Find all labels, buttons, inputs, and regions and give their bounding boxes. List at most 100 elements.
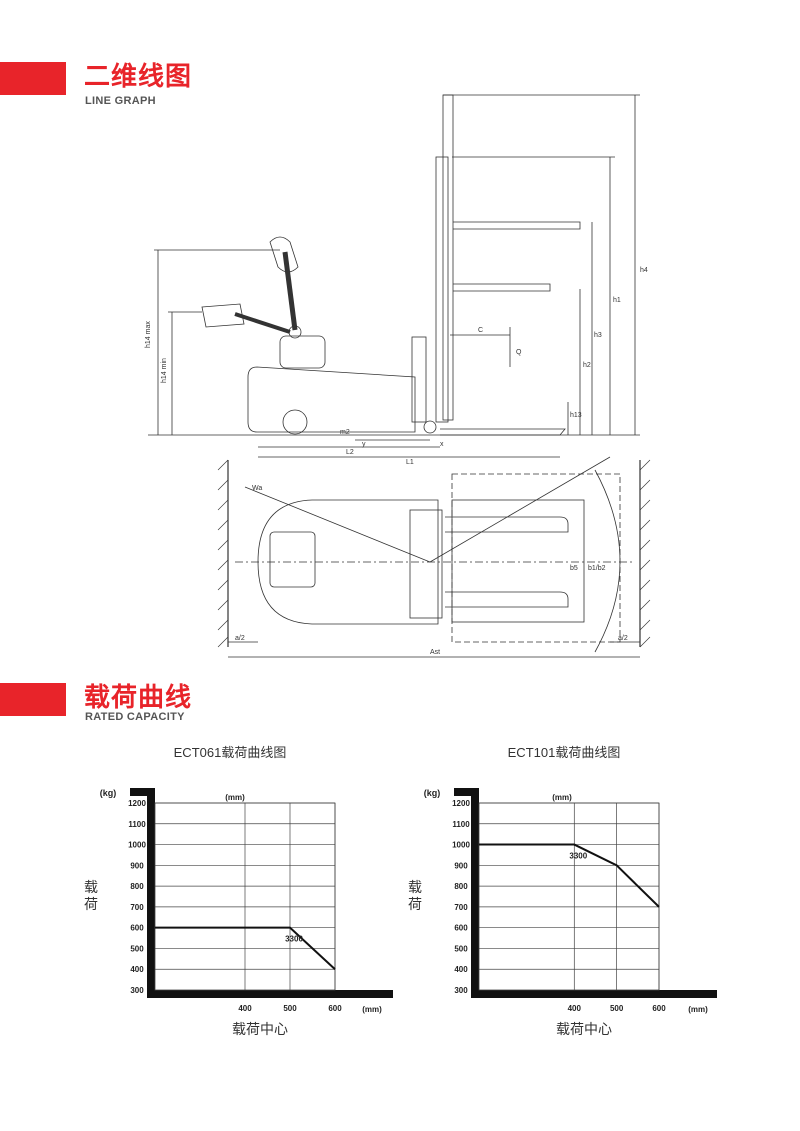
y-unit-label: (kg) xyxy=(424,788,441,798)
label-h14min: h14 min xyxy=(161,358,168,383)
wall-hatch-left xyxy=(217,459,229,648)
pallet-outline xyxy=(451,473,621,643)
y-tick-label: 600 xyxy=(130,924,144,933)
load-wheel xyxy=(423,420,437,434)
capacity-curve-line xyxy=(155,926,336,970)
y-axis-label-char: 荷 xyxy=(84,896,98,912)
y-tick-label: 900 xyxy=(454,861,468,870)
y-unit-label: (kg) xyxy=(100,788,117,798)
label-x: x xyxy=(440,441,444,448)
y-tick-label: 400 xyxy=(454,965,468,974)
x-axis-label: 载荷中心 xyxy=(232,1021,288,1037)
label-y: y xyxy=(362,441,366,448)
mast-top xyxy=(409,509,443,619)
label-wa: Wa xyxy=(252,485,262,492)
y-tick-label: 300 xyxy=(130,986,144,995)
fork-top-lower xyxy=(445,591,569,608)
load-chart-ect061: ECT061载荷曲线图 (kg) (mm) (mm) 载荷 载荷中心 30040… xyxy=(84,745,393,1037)
wall-hatch-right xyxy=(639,459,651,648)
turning-radius-wa xyxy=(244,486,431,563)
x-tick-label: 400 xyxy=(238,1004,252,1013)
drive-wheel xyxy=(282,409,308,435)
y-axis-label-char: 荷 xyxy=(408,896,422,912)
y-tick-label: 1200 xyxy=(128,799,146,808)
y-tick-label: 300 xyxy=(454,986,468,995)
y-tick-label: 1200 xyxy=(452,799,470,808)
label-h14max: h14 max xyxy=(145,321,152,348)
y-tick-label: 900 xyxy=(130,861,144,870)
section-subtitle-line-graph: LINE GRAPH xyxy=(85,95,156,107)
mast-lower xyxy=(411,336,427,423)
y-axis-label: 载荷 xyxy=(408,879,422,912)
mast-outer xyxy=(435,156,449,423)
fork-raised-lower xyxy=(453,283,551,292)
x-tick-label: 500 xyxy=(283,1004,297,1013)
tiller-pivot xyxy=(288,325,302,339)
x-tick-label: 600 xyxy=(652,1004,666,1013)
fork-raised-upper xyxy=(453,221,581,230)
label-c: C xyxy=(478,327,483,334)
y-tick-label: 400 xyxy=(130,965,144,974)
label-b5: b5 xyxy=(570,565,578,572)
load-chart-ect101: ECT101载荷曲线图 (kg) (mm) (mm) 载荷 载荷中心 300 40… xyxy=(408,745,717,1037)
tiller-upright xyxy=(282,251,298,331)
turning-arc xyxy=(594,469,621,653)
capacity-curve-line xyxy=(479,843,660,908)
section-title-rated-capacity: 载荷曲线 xyxy=(84,683,193,713)
x-unit-label: (mm) xyxy=(362,1005,382,1014)
label-b1b2: b1/b2 xyxy=(588,565,606,572)
x-tick-label: 400 xyxy=(568,1004,582,1013)
x-tick-label: 600 xyxy=(328,1004,342,1013)
x-tick-label: 500 xyxy=(610,1004,624,1013)
y-tick-label: 1100 xyxy=(128,820,146,829)
y-tick-label: 700 xyxy=(130,903,144,912)
section-accent-bar xyxy=(0,62,66,95)
y-tick-label: 1000 xyxy=(452,841,470,850)
tiller-handle-lowered xyxy=(201,303,245,328)
turning-radius-outer xyxy=(429,456,611,563)
tiller-head-top xyxy=(269,531,316,588)
y-axis-label: 载荷 xyxy=(84,879,98,912)
y-axis-label-char: 载 xyxy=(84,879,98,895)
truck-head xyxy=(279,335,326,369)
label-h13: h13 xyxy=(570,412,582,419)
label-a2-left: a/2 xyxy=(235,635,245,642)
y-tick-label: 1100 xyxy=(452,820,470,829)
technical-drawing: h4 h1 h3 h2 h13 h14 max h14 min C Q L2 L… xyxy=(145,94,651,658)
top-unit-label: (mm) xyxy=(552,793,572,802)
tiller-handle-upright xyxy=(269,236,299,273)
y-tick-label: 500 xyxy=(454,944,468,953)
x-axis-label: 载荷中心 xyxy=(556,1021,612,1037)
label-l2: L2 xyxy=(346,449,354,456)
y-axis-label-char: 载 xyxy=(408,879,422,895)
y-tick-label: 500 xyxy=(130,944,144,953)
truck-chassis xyxy=(247,366,416,433)
fork-top-upper xyxy=(445,516,569,533)
y-tick-label: 700 xyxy=(454,903,468,912)
axis-frame xyxy=(130,788,393,998)
label-m2: m2 xyxy=(340,429,350,436)
section-accent-bar xyxy=(0,683,66,716)
tiller-lowered xyxy=(234,312,291,334)
axis-frame xyxy=(454,788,717,998)
chart-title: ECT101载荷曲线图 xyxy=(508,745,621,760)
section-subtitle-rated-capacity: RATED CAPACITY xyxy=(85,711,185,723)
plot-area: 300 400 500 600 700 800 900 1000 1100 1200 400 500 6… xyxy=(452,799,666,1013)
pallet-inner xyxy=(451,499,585,623)
label-ast: Ast xyxy=(430,649,440,656)
label-h3: h3 xyxy=(594,332,602,339)
grid-frame xyxy=(478,802,660,991)
label-q: Q xyxy=(516,349,522,356)
fork-lowered xyxy=(440,428,566,436)
annotation-label: 3300 xyxy=(569,852,587,861)
y-tick-label: 800 xyxy=(454,882,468,891)
y-tick-label: 1000 xyxy=(128,841,146,850)
y-tick-label: 600 xyxy=(454,924,468,933)
annotation-label: 3300 xyxy=(285,935,303,944)
section-title-line-graph: 二维线图 xyxy=(84,62,193,92)
x-unit-label: (mm) xyxy=(688,1005,708,1014)
label-h2: h2 xyxy=(583,362,591,369)
label-h1: h1 xyxy=(613,297,621,304)
label-l1: L1 xyxy=(406,459,414,466)
